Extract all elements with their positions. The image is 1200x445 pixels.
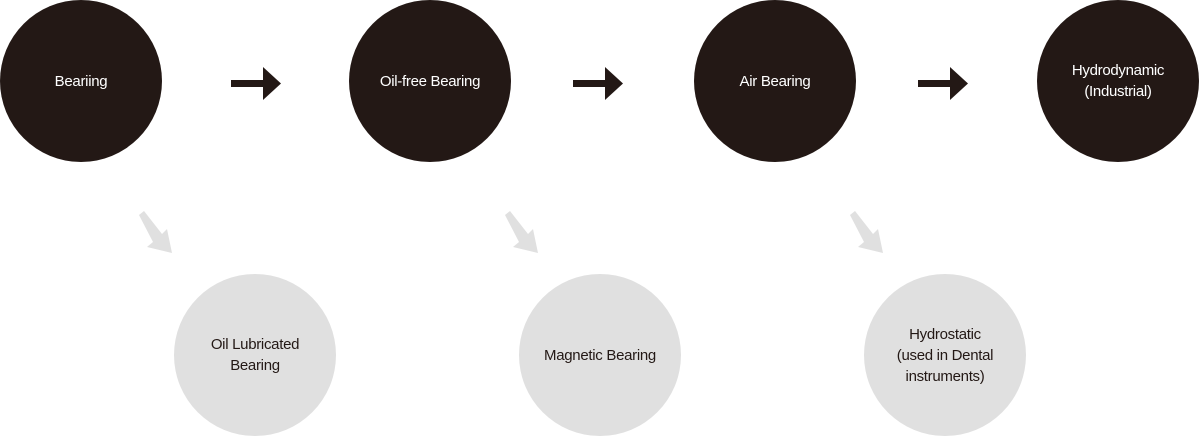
node-label: Oil-free Bearing [379, 72, 481, 90]
node-air-bearing: Air Bearing [694, 0, 856, 162]
node-magnetic-bearing: Magnetic Bearing [519, 274, 681, 436]
node-bearing: Beariing [0, 0, 162, 162]
arrow-down-right-icon [139, 211, 172, 253]
node-label: Hydrodynamic (Industrial) [1071, 62, 1165, 100]
node-label: Air Bearing [739, 72, 811, 90]
node-label: Hydrostatic (used in Dental instruments) [896, 325, 994, 385]
node-hydrodynamic: Hydrodynamic (Industrial) [1037, 0, 1199, 162]
arrow-down-right-icon [505, 211, 538, 253]
node-label: Magnetic Bearing [544, 346, 656, 364]
node-hydrostatic: Hydrostatic (used in Dental instruments) [864, 274, 1026, 436]
arrow-down-right-icon [850, 211, 883, 253]
node-label: Beariing [54, 72, 108, 90]
arrow-right-icon [918, 67, 968, 100]
arrow-right-icon [231, 67, 281, 100]
arrow-right-icon [573, 67, 623, 100]
node-oil-lubricated-bearing: Oil Lubricated Bearing [174, 274, 336, 436]
node-label: Oil Lubricated Bearing [210, 336, 300, 374]
node-oil-free-bearing: Oil-free Bearing [349, 0, 511, 162]
